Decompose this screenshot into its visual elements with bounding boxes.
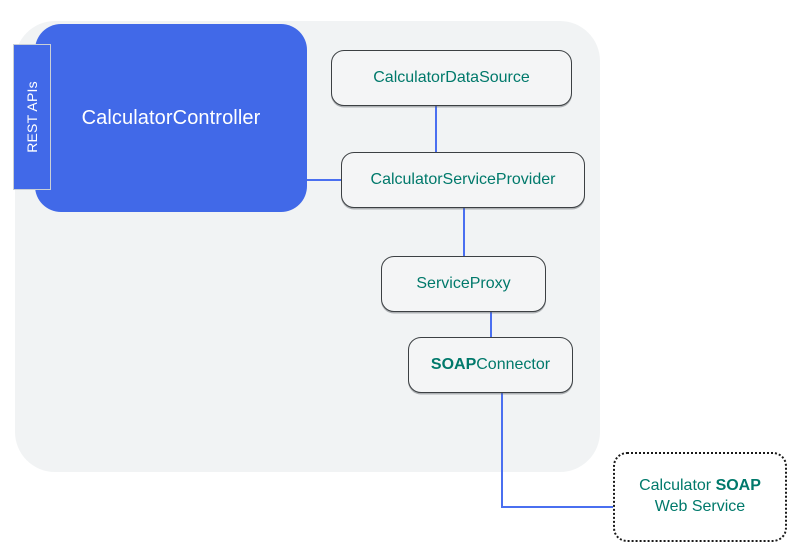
calculator-datasource-label: CalculatorDataSource	[373, 69, 530, 87]
calculator-controller-label: CalculatorController	[81, 106, 261, 129]
external-label-line1-bold: SOAP	[715, 477, 761, 495]
calculator-soap-web-service-box[interactable]: Calculator SOAP Web Service	[613, 452, 787, 542]
soap-connector-box[interactable]: SOAPConnector	[408, 337, 573, 393]
calculator-soap-web-service-label: Calculator SOAP Web Service	[639, 476, 761, 518]
soap-connector-label-rest: Connector	[476, 356, 551, 374]
soap-connector-label: SOAPConnector	[431, 355, 550, 375]
rest-apis-tab[interactable]: REST APIs	[13, 44, 51, 190]
soap-connector-label-bold: SOAP	[430, 356, 477, 374]
external-label-line1-plain: Calculator	[639, 477, 716, 495]
calculator-service-provider-label: CalculatorServiceProvider	[370, 171, 556, 189]
service-proxy-box[interactable]: ServiceProxy	[381, 256, 546, 312]
calculator-service-provider-box[interactable]: CalculatorServiceProvider	[341, 152, 585, 208]
calculator-controller-box[interactable]: CalculatorController	[35, 24, 307, 212]
service-proxy-label: ServiceProxy	[416, 275, 511, 293]
rest-apis-label: REST APIs	[24, 81, 41, 153]
calculator-datasource-box[interactable]: CalculatorDataSource	[331, 50, 572, 106]
external-label-line2: Web Service	[654, 498, 746, 515]
